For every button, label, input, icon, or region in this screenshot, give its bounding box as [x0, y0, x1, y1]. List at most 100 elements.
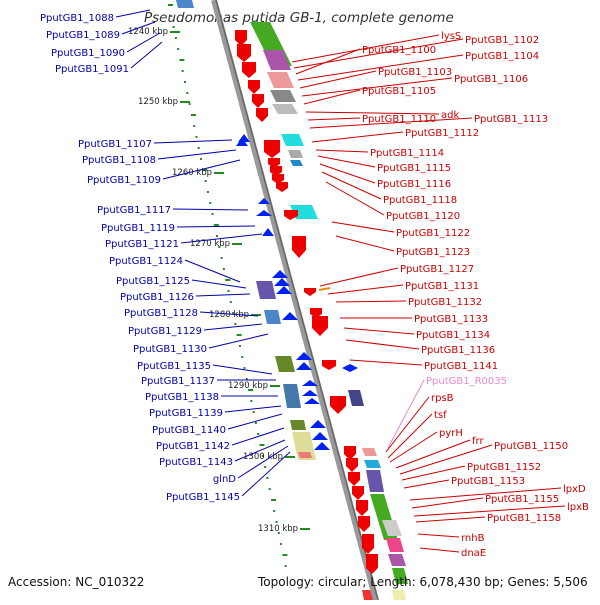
left-gene-label: PputGB1_1119 — [101, 223, 175, 234]
right-gene-label: tsf — [434, 410, 447, 421]
left-gene-label: PputGB1_1128 — [124, 308, 198, 319]
left-gene-label: PputGB1_1117 — [97, 205, 171, 216]
right-gene-label: rnhB — [461, 533, 485, 544]
left-connector — [191, 279, 247, 289]
kbp-major-tick — [180, 101, 190, 103]
left-gene-label: PputGB1_1135 — [137, 361, 211, 372]
left-gene-label: PputGB1_1125 — [116, 276, 190, 287]
tick-mark — [234, 323, 237, 325]
right-gene-label: rpsB — [431, 393, 454, 404]
kbp-major-tick — [214, 172, 224, 174]
right-gene-label: PputGB1_R0035 — [426, 376, 507, 387]
tick-mark — [259, 444, 265, 446]
left-gene-label: PputGB1_1089 — [46, 30, 120, 41]
kbp-major-tick — [300, 528, 310, 530]
right-gene-label: PputGB1_1152 — [467, 462, 541, 473]
tick-mark — [209, 202, 212, 204]
right-connector — [325, 181, 385, 216]
left-gene-label: PputGB1_1137 — [141, 376, 215, 387]
left-gene-label: glnD — [213, 474, 236, 485]
tick-mark — [284, 565, 287, 567]
left-connector — [241, 451, 291, 497]
right-gene-label: dnaE — [461, 548, 486, 559]
tick-mark — [213, 224, 219, 226]
left-gene-label: PputGB1_1126 — [120, 292, 194, 303]
left-connector — [172, 208, 249, 211]
tick-mark — [222, 268, 225, 270]
kbp-label: 1300 kbp — [243, 452, 283, 462]
right-gene-label: PputGB1_1136 — [421, 345, 495, 356]
kbp-major-tick — [270, 385, 280, 387]
right-gene-label: lpxB — [567, 502, 589, 513]
right-connector — [331, 221, 395, 233]
tick-mark — [172, 26, 175, 28]
tick-mark — [193, 125, 196, 127]
tick-mark — [177, 48, 180, 50]
right-gene-label: PputGB1_1131 — [405, 281, 479, 292]
left-connector — [153, 139, 233, 144]
kbp-major-tick — [251, 314, 261, 316]
right-gene-label: PputGB1_1134 — [416, 330, 490, 341]
right-connector — [409, 487, 562, 501]
tick-mark — [202, 169, 208, 171]
left-gene-label: PputGB1_1143 — [159, 457, 233, 468]
left-gene-labels: PputGB1_1088PputGB1_1089PputGB1_1090Pput… — [40, 13, 240, 503]
kbp-major-tick — [285, 456, 295, 458]
left-gene-label: PputGB1_1140 — [152, 425, 226, 436]
tick-mark — [238, 345, 241, 347]
kbp-label: 1240 kbp — [128, 27, 168, 37]
right-connector — [411, 497, 484, 509]
topology-label: Topology: circular; Length: 6,078,430 bp… — [257, 575, 588, 589]
left-connector — [212, 364, 273, 375]
left-gene-label: PputGB1_1138 — [145, 392, 219, 403]
left-connector — [162, 159, 241, 180]
right-gene-label: PputGB1_1100 — [362, 45, 436, 56]
label-connectors — [115, 9, 566, 553]
tick-mark — [188, 103, 191, 105]
right-gene-label: PputGB1_1103 — [378, 67, 452, 78]
left-connector — [224, 405, 282, 413]
left-gene-label: PputGB1_1109 — [87, 175, 161, 186]
right-connector — [387, 379, 425, 449]
right-gene-label: frr — [472, 436, 484, 447]
tick-mark — [184, 81, 186, 83]
left-connector — [176, 225, 256, 228]
tick-mark — [277, 532, 280, 534]
tick-mark — [200, 158, 202, 160]
left-connector — [231, 427, 285, 446]
tick-mark — [271, 499, 276, 501]
tick-mark — [218, 246, 221, 248]
left-connector — [227, 413, 283, 430]
right-gene-label: PputGB1_1105 — [362, 86, 436, 97]
right-connector — [413, 505, 566, 517]
right-connector — [345, 339, 420, 350]
right-connector — [403, 479, 450, 489]
left-connector — [184, 259, 241, 283]
right-connector — [385, 396, 430, 453]
right-connector — [343, 327, 415, 335]
right-connector — [419, 547, 460, 553]
left-connector — [237, 445, 289, 479]
left-gene-label: PputGB1_1090 — [51, 48, 125, 59]
right-gene-label: lysS — [441, 31, 461, 42]
cog-track — [176, 0, 408, 600]
right-gene-label: PputGB1_1120 — [386, 211, 460, 222]
kbp-label: 1260 kbp — [172, 168, 212, 178]
right-gene-label: PputGB1_1118 — [383, 195, 457, 206]
right-gene-label: PputGB1_1122 — [396, 228, 470, 239]
kbp-major-tick — [232, 243, 242, 245]
tick-mark — [197, 147, 200, 149]
genome-backbone — [211, 0, 379, 601]
right-connector — [335, 235, 395, 252]
right-gene-label: PputGB1_1132 — [408, 297, 482, 308]
tick-mark — [220, 257, 223, 259]
tick-mark — [254, 422, 257, 424]
tick-mark — [174, 37, 177, 39]
coordinate-ticks — [168, 4, 288, 567]
right-connector — [311, 131, 404, 143]
right-connector — [297, 54, 464, 81]
right-connector — [321, 171, 382, 200]
